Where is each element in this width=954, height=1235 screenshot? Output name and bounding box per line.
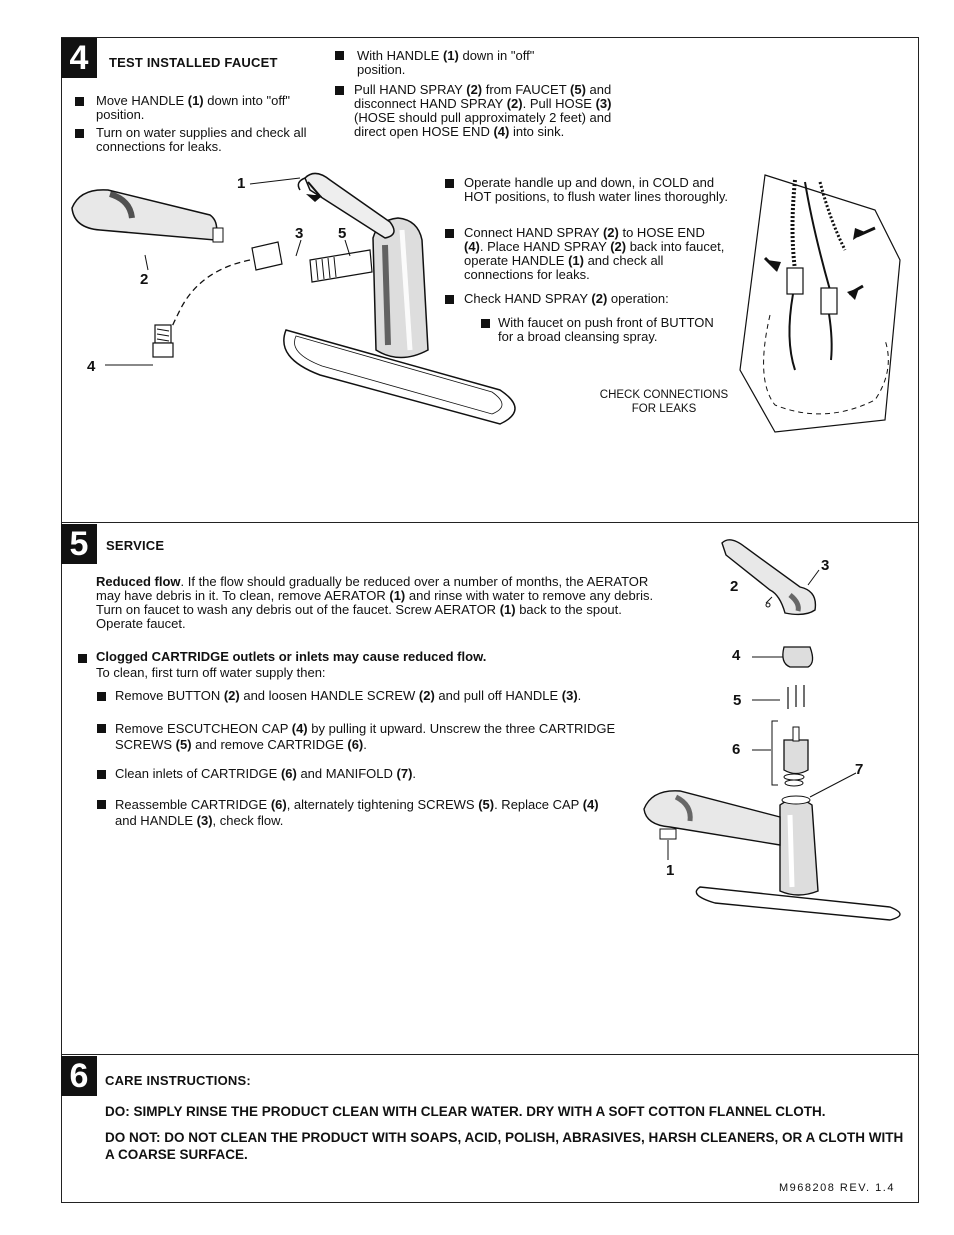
bullet-icon: [78, 654, 87, 663]
step4-bullet-handle-off: With HANDLE (1) down in "off" position.: [357, 48, 535, 77]
section-divider-5-6: [61, 1054, 919, 1055]
step-4-number: 4: [61, 38, 97, 78]
bullet-icon: [75, 97, 84, 106]
step4-bullet-check-spray: Check HAND SPRAY (2) operation:: [464, 291, 669, 306]
service-item-reassemble: Reassemble CARTRIDGE (6), alternately ti…: [115, 797, 599, 828]
step-4-title: TEST INSTALLED FAUCET: [109, 55, 278, 70]
step4-bullet-pull-spray: Pull HAND SPRAY (2) from FAUCET (5) and …: [354, 82, 612, 139]
service-item-remove-cap: Remove ESCUTCHEON CAP (4) by pulling it …: [115, 721, 616, 752]
bullet-icon: [97, 770, 106, 779]
document-number: M968208 REV. 1.4: [779, 1182, 895, 1194]
faucet-hand-spray-illustration: [71, 172, 516, 425]
step4-bullet-move-handle: Move HANDLE (1) down into "off" position…: [96, 93, 290, 122]
callout-5: 5: [733, 692, 742, 709]
callout-2: 2: [140, 271, 149, 288]
callout-5: 5: [338, 225, 347, 242]
step-5-number: 5: [61, 524, 97, 564]
step4-bullet-connect-spray: Connect HAND SPRAY (2) to HOSE END (4). …: [464, 225, 725, 282]
check-connections-illustration: [739, 174, 901, 433]
step-6-number: 6: [61, 1056, 97, 1096]
callout-1: 1: [666, 862, 675, 879]
care-do-text: DO: SIMPLY RINSE THE PRODUCT CLEAN WITH …: [105, 1104, 826, 1119]
clogged-subtext: To clean, first turn off water supply th…: [96, 665, 326, 680]
service-item-clean-inlets: Clean inlets of CARTRIDGE (6) and MANIFO…: [115, 766, 417, 781]
bullet-icon: [97, 724, 106, 733]
step-6-title: CARE INSTRUCTIONS:: [105, 1073, 251, 1088]
bullet-icon: [445, 295, 454, 304]
callout-4: 4: [87, 358, 96, 375]
bullet-icon: [481, 319, 490, 328]
service-item-remove-button: Remove BUTTON (2) and loosen HANDLE SCRE…: [115, 688, 582, 703]
bullet-icon: [335, 51, 344, 60]
reduced-flow-paragraph: Reduced flow. If the flow should gradual…: [96, 574, 654, 631]
step-5-title: SERVICE: [106, 538, 165, 553]
callout-3: 3: [821, 557, 830, 574]
callout-3: 3: [295, 225, 304, 242]
step4-bullet-push-button: With faucet on push front of BUTTON for …: [498, 315, 714, 344]
callout-2: 2: [730, 578, 739, 595]
bullet-icon: [445, 179, 454, 188]
step4-bullet-flush: Operate handle up and down, in COLD and …: [464, 175, 728, 204]
callout-1: 1: [237, 175, 246, 192]
exploded-parts-illustration: [643, 539, 901, 921]
bullet-icon: [445, 229, 454, 238]
section-divider-4-5: [61, 522, 919, 523]
care-dont-text: DO NOT: DO NOT CLEAN THE PRODUCT WITH SO…: [105, 1130, 904, 1162]
bullet-icon: [75, 129, 84, 138]
callout-7: 7: [855, 761, 864, 778]
callout-6: 6: [732, 741, 741, 758]
callout-4: 4: [732, 647, 741, 664]
bullet-icon: [335, 86, 344, 95]
page-frame: [61, 37, 919, 1203]
bullet-icon: [97, 692, 106, 701]
step4-bullet-water-supplies: Turn on water supplies and check all con…: [96, 125, 307, 154]
bullet-icon: [97, 800, 106, 809]
clogged-heading: Clogged CARTRIDGE outlets or inlets may …: [96, 649, 487, 664]
